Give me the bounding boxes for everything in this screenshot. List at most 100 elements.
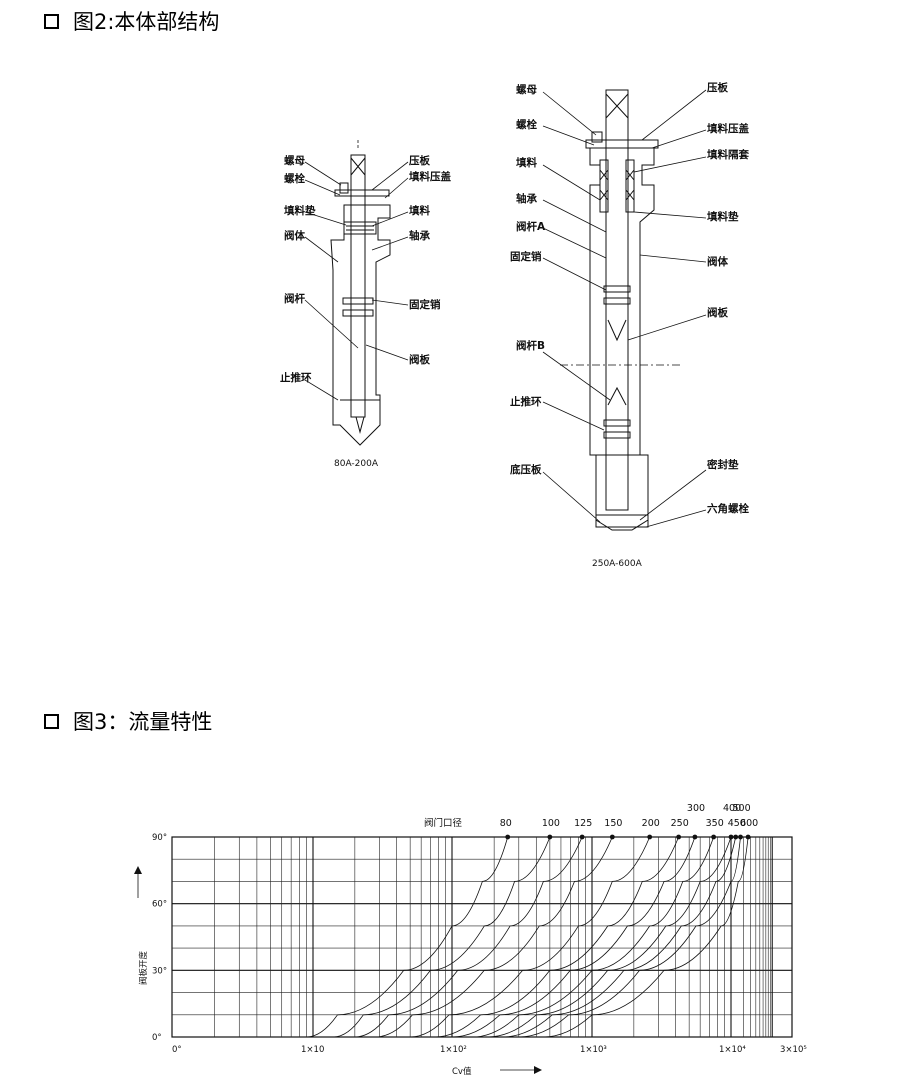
- series-marker-150: [609, 834, 615, 840]
- series-marker-450: [733, 834, 739, 840]
- small-valve-leaders: [304, 161, 409, 401]
- x-tick-label: 0°: [172, 1045, 182, 1055]
- series-marker-300: [692, 834, 698, 840]
- large-left-label: 轴承: [516, 192, 537, 205]
- small-left-label: 阀杆: [284, 292, 305, 305]
- series-curve-150: [375, 836, 613, 1038]
- series-marker-400: [728, 834, 734, 840]
- small-left-label: 螺栓: [284, 172, 305, 185]
- series-marker-600: [745, 834, 751, 840]
- series-label-150: 150: [604, 818, 622, 829]
- fig3-heading: 图3：流量特性: [44, 706, 212, 736]
- large-left-label: 止推环: [510, 395, 542, 408]
- series-curve-450: [502, 836, 737, 1038]
- series-marker-350: [711, 834, 717, 840]
- large-left-label: 固定销: [510, 250, 542, 263]
- large-left-label: 填料: [516, 156, 537, 169]
- large-right-label: 压板: [707, 81, 728, 94]
- x-tick-label: 1×10²: [440, 1045, 467, 1055]
- series-label-600: 600: [740, 818, 758, 829]
- fig2-title: 图2:本体部结构: [73, 10, 220, 34]
- series-label-400: 400: [723, 803, 741, 814]
- series-label-300: 300: [687, 803, 705, 814]
- large-valve-labels: 螺母 螺栓 填料 轴承 阀杆A 固定销 阀杆B 止推环 底压板 压板 填料压盖 …: [510, 81, 749, 569]
- series-curve-80: [306, 836, 509, 1038]
- large-right-label: 密封垫: [707, 458, 739, 471]
- checkbox-icon: [44, 713, 59, 729]
- small-left-label: 止推环: [280, 371, 312, 384]
- small-left-label: 螺母: [284, 154, 305, 167]
- x-tick-label: 3×10⁵: [780, 1045, 807, 1055]
- small-valve-drawing: [330, 140, 391, 446]
- series-curve-125: [354, 836, 583, 1038]
- large-right-label: 阀板: [707, 306, 728, 319]
- series-marker-250: [676, 834, 682, 840]
- x-axis-title: Cv值: [452, 1066, 542, 1077]
- small-right-label: 阀板: [409, 353, 430, 366]
- series-label-350: 350: [706, 818, 724, 829]
- series-curve-100: [333, 836, 551, 1038]
- size-header: 阀门口径: [424, 817, 463, 829]
- series-label-200: 200: [642, 818, 660, 829]
- series-marker-125: [579, 834, 585, 840]
- series-marker-500: [738, 834, 743, 840]
- small-right-label: 压板: [409, 154, 430, 167]
- series-curve-350: [472, 836, 714, 1038]
- large-right-label: 阀体: [707, 255, 728, 268]
- fig3-title: 图3：流量特性: [73, 710, 213, 734]
- y-tick-label: 0°: [152, 1033, 162, 1043]
- large-left-label: 底压板: [510, 463, 542, 476]
- small-valve-labels: 螺母 螺栓 填料垫 阀体 阀杆 止推环 压板 填料压盖 填料 轴承 固定销 阀板…: [280, 154, 451, 469]
- series-curve-200: [410, 836, 651, 1038]
- checkbox-icon: [44, 13, 59, 29]
- fig2-heading: 图2:本体部结构: [44, 6, 219, 36]
- series-marker-200: [647, 834, 653, 840]
- chart-curves: [306, 836, 749, 1038]
- large-left-label: 阀杆A: [516, 220, 546, 233]
- small-right-label: 轴承: [409, 229, 430, 242]
- series-curve-250: [434, 836, 679, 1038]
- small-right-label: 填料: [409, 204, 430, 217]
- series-marker-80: [505, 834, 511, 840]
- large-valve-leaders: [542, 89, 707, 528]
- series-curve-300: [451, 836, 696, 1038]
- series-marker-100: [547, 834, 553, 840]
- series-curve-500: [518, 836, 741, 1038]
- small-valve-caption: 80A-200A: [334, 459, 379, 469]
- x-tick-labels: 0° 1×10 1×10² 1×10³ 1×10⁴ 3×10⁵: [172, 1045, 807, 1055]
- small-left-label: 填料垫: [284, 204, 316, 217]
- x-tick-label: 1×10: [301, 1045, 324, 1055]
- series-curve-600: [543, 836, 749, 1038]
- y-tick-label: 90°: [152, 833, 167, 843]
- large-right-label: 填料隔套: [707, 148, 749, 161]
- chart-grid: [171, 836, 793, 1038]
- large-valve-caption: 250A-600A: [592, 559, 643, 569]
- y-tick-labels: 90° 60° 30° 0°: [152, 833, 167, 1043]
- y-axis-label: 阀板开度: [138, 950, 149, 985]
- large-right-label: 填料压盖: [707, 122, 749, 135]
- x-axis-label: Cv值: [452, 1066, 472, 1077]
- series-label-250: 250: [671, 818, 689, 829]
- y-tick-label: 60°: [152, 900, 167, 910]
- x-tick-label: 1×10³: [580, 1045, 607, 1055]
- large-right-label: 六角螺栓: [707, 502, 749, 515]
- y-tick-label: 30°: [152, 966, 167, 976]
- large-left-label: 阀杆B: [516, 339, 545, 352]
- x-tick-label: 1×10⁴: [719, 1045, 746, 1055]
- series-curve-400: [487, 836, 732, 1038]
- chart-frame: [171, 836, 793, 1038]
- large-valve-drawing: [560, 89, 680, 531]
- small-right-label: 填料压盖: [409, 170, 451, 183]
- large-left-label: 螺母: [516, 83, 537, 96]
- series-label-80: 80: [500, 818, 512, 829]
- series-label-500: 500: [732, 803, 750, 814]
- small-left-label: 阀体: [284, 229, 305, 242]
- series-label-100: 100: [542, 818, 560, 829]
- series-label-125: 125: [574, 818, 592, 829]
- small-right-label: 固定销: [409, 298, 441, 311]
- large-right-label: 填料垫: [707, 210, 739, 223]
- y-axis-title: 阀板开度: [134, 866, 149, 985]
